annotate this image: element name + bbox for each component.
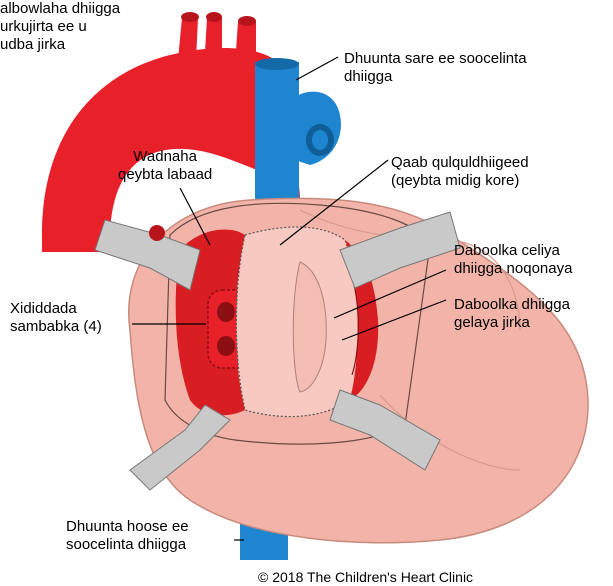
label-svc-line-2: dhiigga (344, 68, 527, 86)
label-aorta-line-1: albowlaha dhiigga (0, 0, 120, 18)
pulmonary-vein-1 (217, 302, 235, 322)
label-aorta-line-2: urkujirta ee u (0, 18, 120, 36)
label-ra-incision: Qaab qulquldhiigeed (qeybta midig kore) (391, 154, 529, 190)
label-pulmonary-veins-line-2: sambabka (4) (10, 318, 102, 336)
label-left-atrium: Wadnaha qeybta labaad (118, 148, 212, 184)
label-left-atrium-line-2: qeybta labaad (118, 166, 212, 184)
aortic-branch-1 (178, 18, 198, 60)
label-tricuspid-valve-line-1: Daboolka dhiigga (454, 296, 570, 314)
label-mitral-valve-line-1: Daboolka celiya (454, 242, 572, 260)
label-ra-incision-line-1: Qaab qulquldhiigeed (391, 154, 529, 172)
aortic-branch-2 (205, 18, 222, 52)
label-tricuspid-valve: Daboolka dhiigga gelaya jirka (454, 296, 570, 332)
label-ivc-line-2: soocelinta dhiigga (66, 536, 189, 554)
label-left-atrium-line-1: Wadnaha (118, 148, 212, 166)
aortic-branch-3 (236, 22, 256, 54)
label-svc-line-1: Dhuunta sare ee soocelinta (344, 50, 527, 68)
label-mitral-valve-line-2: dhiigga noqonaya (454, 260, 572, 278)
label-aorta: albowlaha dhiigga urkujirta ee u udba ji… (0, 0, 120, 54)
label-svc: Dhuunta sare ee soocelinta dhiigga (344, 50, 527, 86)
label-ivc: Dhuunta hoose ee soocelinta dhiigga (66, 518, 189, 554)
label-tricuspid-valve-line-2: gelaya jirka (454, 314, 570, 332)
pulmonary-vein-3 (217, 336, 235, 356)
label-pulmonary-veins: Xididdada sambabka (4) (10, 300, 102, 336)
label-mitral-valve: Daboolka celiya dhiigga noqonaya (454, 242, 572, 278)
leader-svc (296, 57, 338, 80)
label-pulmonary-veins-line-1: Xididdada (10, 300, 102, 318)
label-ivc-line-1: Dhuunta hoose ee (66, 518, 189, 536)
copyright-notice: © 2018 The Children's Heart Clinic (258, 568, 473, 586)
label-ra-incision-line-2: (qeybta midig kore) (391, 172, 529, 190)
label-aorta-line-3: udba jirka (0, 36, 120, 54)
